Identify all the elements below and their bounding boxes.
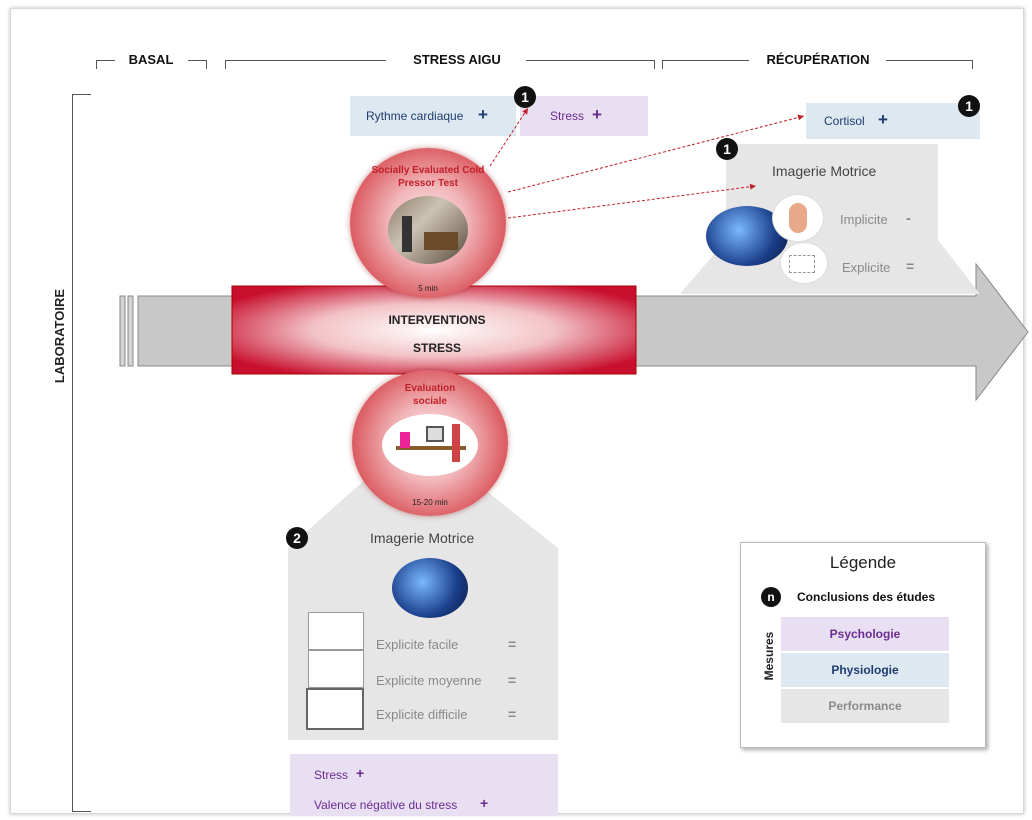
recovery-imagery-title: Imagerie Motrice: [772, 163, 877, 179]
task-thumbnail-easy: [308, 612, 364, 650]
cpt-photo: [388, 196, 468, 264]
table-shape: [424, 232, 458, 250]
timeline-arrow: [119, 262, 1029, 402]
tripod-shape: [402, 216, 412, 252]
cortisol-box: Cortisol +: [806, 103, 980, 139]
legend-title: Légende: [829, 553, 897, 572]
conclusion-badge-1-cortisol: 1: [958, 95, 980, 117]
phase-recovery: RÉCUPÉRATION: [766, 52, 870, 67]
legend-measures: Mesures: [762, 631, 776, 681]
stress-label: STRESS: [412, 341, 461, 355]
social-time: 15-20 min: [412, 498, 448, 507]
explicit-easy-sign: =: [508, 636, 517, 652]
brain-image-stress: [392, 558, 468, 618]
legend-badge: n: [761, 587, 781, 607]
legend-psychology: Psychologie: [781, 617, 949, 651]
social-evaluation-circle: Evaluation sociale 15-20 min: [352, 370, 508, 516]
phase-basal: BASAL: [128, 52, 174, 67]
cortisol-label: Cortisol: [824, 114, 865, 128]
basal-bracket-right: [188, 60, 207, 69]
bottom-stress-plus: +: [356, 765, 365, 781]
bottom-stress-label: Stress: [314, 768, 349, 782]
recovery-bracket-left: [662, 60, 749, 69]
touch-screen-icon: [780, 242, 828, 284]
lab-bracket: [72, 94, 91, 812]
social-illustration: [382, 414, 478, 476]
explicit-medium-sign: =: [508, 672, 517, 688]
conclusion-badge-1-imagery: 1: [716, 138, 738, 160]
phase-stress: STRESS AIGU: [413, 52, 501, 67]
recovery-bracket-right: [886, 60, 973, 69]
cold-pressor-test-circle: Socially Evaluated Cold Pressor Test 5 m…: [350, 148, 506, 298]
stress-bracket-left: [225, 60, 386, 69]
interventions-label: INTERVENTIONS: [388, 313, 486, 327]
legend-conclusions: Conclusions des études: [797, 590, 936, 604]
heart-rate-label: Rythme cardiaque: [366, 109, 464, 123]
hand-shape: [789, 203, 807, 233]
conclusion-badge-2: 2: [286, 527, 308, 549]
legend-performance: Performance: [781, 689, 949, 723]
heart-rate-box: Rythme cardiaque +: [350, 96, 516, 136]
conclusion-badge-1-stress: 1: [514, 86, 536, 108]
cpt-time: 5 min: [418, 284, 438, 293]
screen-dots-shape: [789, 255, 815, 273]
explicit-sign: =: [906, 258, 915, 274]
legend-physiology: Physiologie: [781, 653, 949, 687]
legend-box: Légende n Conclusions des études Mesures…: [740, 542, 986, 748]
screen-shape: [426, 426, 444, 442]
stress-bracket-right: [526, 60, 655, 69]
bottom-valence-plus: +: [480, 795, 489, 811]
task-thumbnail-medium: [308, 650, 364, 688]
psychology-results-box: Stress + Valence négative du stress +: [290, 754, 558, 816]
stress-box-plus: +: [592, 105, 602, 124]
implicit-sign: -: [906, 210, 911, 227]
cortisol-plus: +: [878, 110, 888, 129]
cpt-title: Socially Evaluated Cold Pressor Test: [371, 165, 485, 189]
stress-box-label: Stress: [550, 109, 585, 123]
explicit-easy-label: Explicite facile: [376, 637, 459, 652]
explicit-label: Explicite: [842, 260, 891, 275]
explicit-medium-label: Explicite moyenne: [376, 673, 482, 688]
stress-box: Stress +: [520, 96, 648, 136]
hand-rotation-icon: [772, 194, 824, 242]
heart-rate-plus: +: [478, 105, 488, 124]
bottom-valence-label: Valence négative du stress: [314, 798, 458, 812]
task-thumbnail-hard: [306, 688, 364, 730]
person-seated-shape: [400, 432, 410, 448]
stress-imagery-title: Imagerie Motrice: [370, 530, 475, 546]
basal-bracket-left: [96, 60, 115, 69]
explicit-hard-label: Explicite difficile: [376, 707, 468, 722]
person-standing-shape: [452, 424, 460, 462]
explicit-hard-sign: =: [508, 706, 517, 722]
desk-shape: [396, 446, 466, 450]
implicit-label: Implicite: [840, 212, 888, 227]
social-title: Evaluation sociale: [404, 383, 456, 407]
